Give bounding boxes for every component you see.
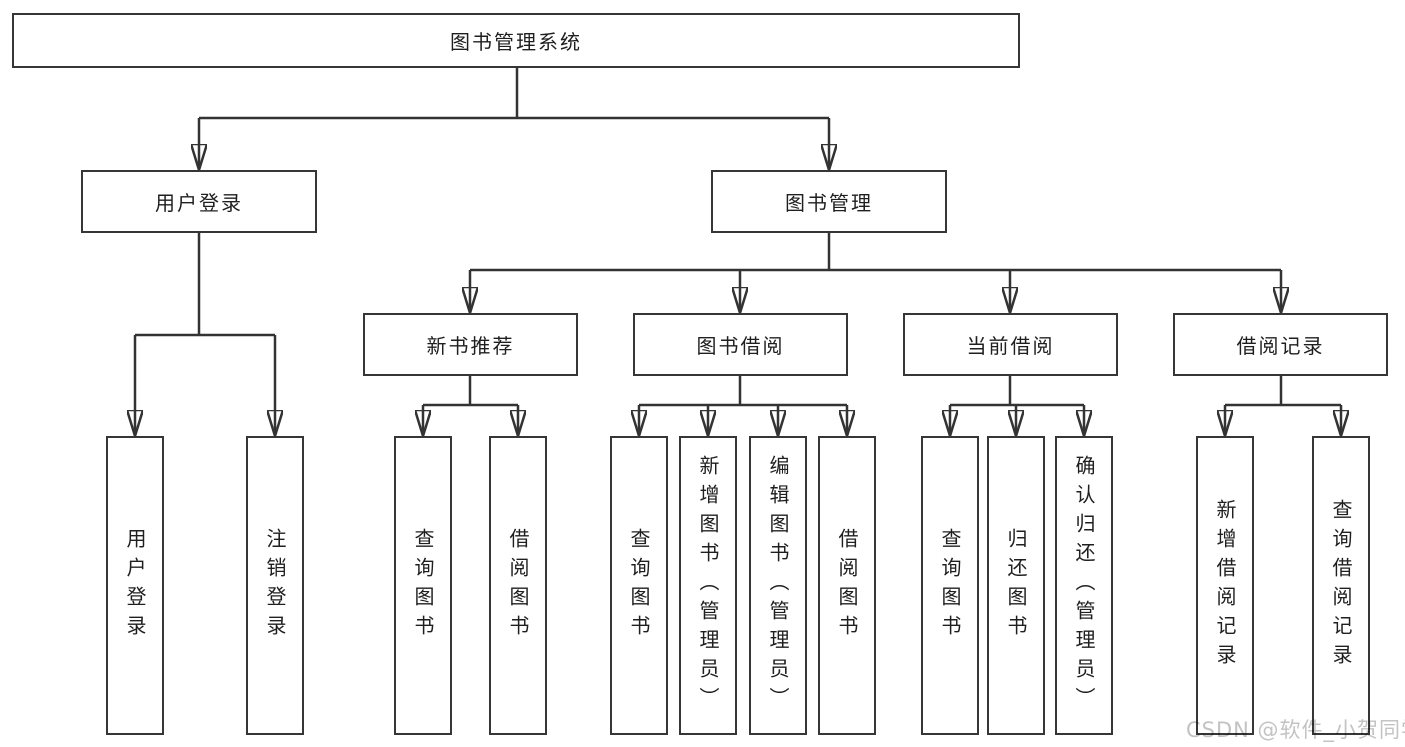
- leaf-query-books-recommend-label: 查询图书: [411, 527, 435, 644]
- leaf-confirm-return-admin-label: 确认归还（管理员）: [1072, 455, 1096, 716]
- leaf-query-books-current-label: 查询图书: [938, 527, 962, 644]
- leaf-borrow-books-recommend: 借阅图书: [489, 436, 547, 735]
- leaf-confirm-return-admin: 确认归还（管理员）: [1055, 436, 1113, 735]
- leaf-edit-book-admin: 编辑图书（管理员）: [749, 436, 807, 735]
- node-current-borrowing-label: 当前借阅: [966, 334, 1055, 358]
- node-book-borrowing-label: 图书借阅: [696, 334, 785, 358]
- leaf-user-login: 用户登录: [106, 436, 164, 735]
- leaf-borrow-books-borrowing: 借阅图书: [818, 436, 876, 735]
- node-user-login: 用户登录: [81, 170, 317, 233]
- node-book-management: 图书管理: [711, 170, 947, 233]
- leaf-add-book-admin: 新增图书（管理员）: [679, 436, 737, 735]
- node-book-borrowing: 图书借阅: [633, 313, 848, 376]
- node-library-system: 图书管理系统: [12, 13, 1020, 68]
- node-new-book-recommend-label: 新书推荐: [426, 334, 515, 358]
- leaf-user-login-label: 用户登录: [123, 527, 147, 644]
- leaf-add-borrow-record-label: 新增借阅记录: [1213, 498, 1237, 673]
- leaf-add-borrow-record: 新增借阅记录: [1196, 436, 1254, 735]
- leaf-query-borrow-record-label: 查询借阅记录: [1329, 498, 1353, 673]
- leaf-logout-label: 注销登录: [263, 527, 287, 644]
- node-borrow-records: 借阅记录: [1173, 313, 1388, 376]
- leaf-add-book-admin-label: 新增图书（管理员）: [696, 455, 720, 716]
- node-borrow-records-label: 借阅记录: [1236, 334, 1325, 358]
- leaf-query-books-borrowing: 查询图书: [610, 436, 668, 735]
- node-new-book-recommend: 新书推荐: [363, 313, 578, 376]
- node-library-system-label: 图书管理系统: [450, 30, 582, 54]
- leaf-query-books-borrowing-label: 查询图书: [627, 527, 651, 644]
- leaf-return-book: 归还图书: [987, 436, 1045, 735]
- node-book-management-label: 图书管理: [785, 191, 873, 215]
- csdn-watermark: CSDN @软件_小贺同学: [1186, 718, 1405, 742]
- leaf-borrow-books-borrowing-label: 借阅图书: [835, 527, 859, 644]
- node-current-borrowing: 当前借阅: [903, 313, 1118, 376]
- leaf-edit-book-admin-label: 编辑图书（管理员）: [766, 455, 790, 716]
- leaf-return-book-label: 归还图书: [1004, 527, 1028, 644]
- leaf-borrow-books-recommend-label: 借阅图书: [506, 527, 530, 644]
- node-user-login-label: 用户登录: [155, 191, 243, 215]
- leaf-query-borrow-record: 查询借阅记录: [1312, 436, 1370, 735]
- leaf-logout: 注销登录: [246, 436, 304, 735]
- leaf-query-books-current: 查询图书: [921, 436, 979, 735]
- leaf-query-books-recommend: 查询图书: [394, 436, 452, 735]
